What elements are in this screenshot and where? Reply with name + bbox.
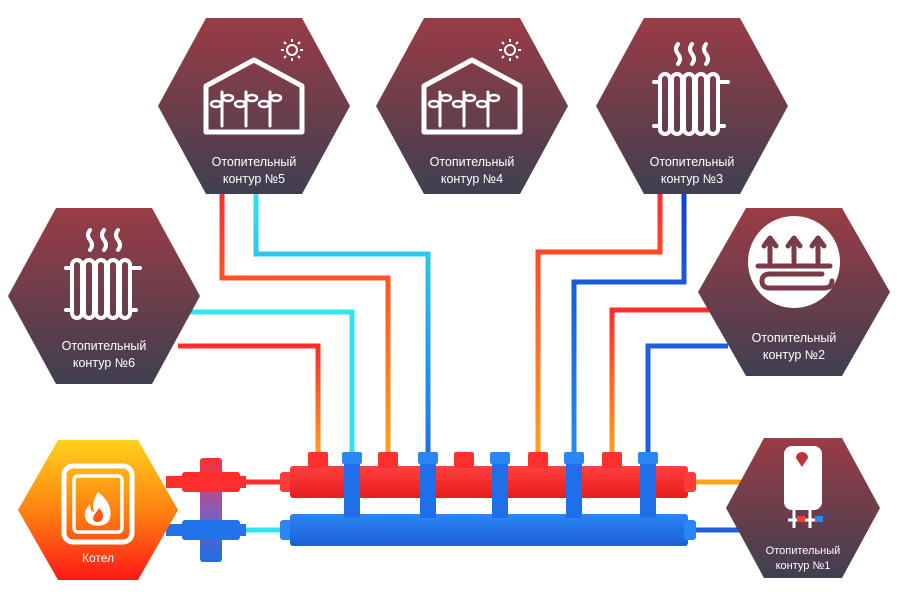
circuit6-label-line1: Отопительный (62, 339, 147, 353)
boiler-node: Котел (18, 440, 178, 580)
water-heater-icon (784, 446, 823, 528)
circuit2-label-line2: контур №2 (763, 348, 825, 362)
circuit4-node: Отопительный контур №4 (376, 18, 568, 194)
circuit2-node: Отопительный контур №2 (698, 208, 890, 376)
circuit3-label-line2: контур №3 (661, 172, 723, 186)
boiler-label: Котел (82, 551, 114, 565)
pipe-circuit2-supply (609, 307, 712, 458)
hydraulic-separator (166, 458, 246, 562)
sun-icon (281, 39, 303, 61)
return-manifold (280, 452, 696, 546)
radiator-icon (652, 42, 730, 136)
pipe-circuit3-return (571, 190, 687, 458)
pipe-circuit3-supply (535, 190, 663, 458)
pipe-circuit5-return (253, 190, 431, 458)
supply-manifold (280, 452, 696, 498)
pipe-circuit6-return (190, 309, 355, 458)
underfloor-heating-icon (748, 216, 840, 308)
pipe-circuit2-return (645, 343, 728, 458)
circuit3-label-line1: Отопительный (650, 155, 735, 169)
radiator-icon (64, 228, 142, 320)
circuit1-label-line1: Отопительный (766, 545, 841, 557)
circuit4-label-line1: Отопительный (430, 155, 515, 169)
boiler-fire-icon (61, 463, 135, 545)
circuit5-node: Отопительный контур №5 (158, 18, 350, 194)
circuit5-label-line1: Отопительный (212, 155, 297, 169)
greenhouse-icon (421, 57, 523, 135)
pipe-circuit5-supply (219, 190, 391, 458)
circuit5-label-line2: контур №5 (223, 172, 285, 186)
circuit2-label-line1: Отопительный (752, 331, 837, 345)
greenhouse-icon (203, 57, 305, 135)
circuit1-node: Отопительный контур №1 (726, 438, 880, 578)
circuit6-node: Отопительный контур №6 (8, 208, 200, 384)
circuit6-label-line2: контур №6 (73, 356, 135, 370)
circuit4-label-line2: контур №4 (441, 172, 503, 186)
circuit3-node: Отопительный контур №3 (596, 18, 788, 194)
sun-icon (499, 39, 521, 61)
circuit1-label-line2: контур №1 (776, 560, 831, 572)
pipe-circuit6-supply (178, 343, 321, 458)
